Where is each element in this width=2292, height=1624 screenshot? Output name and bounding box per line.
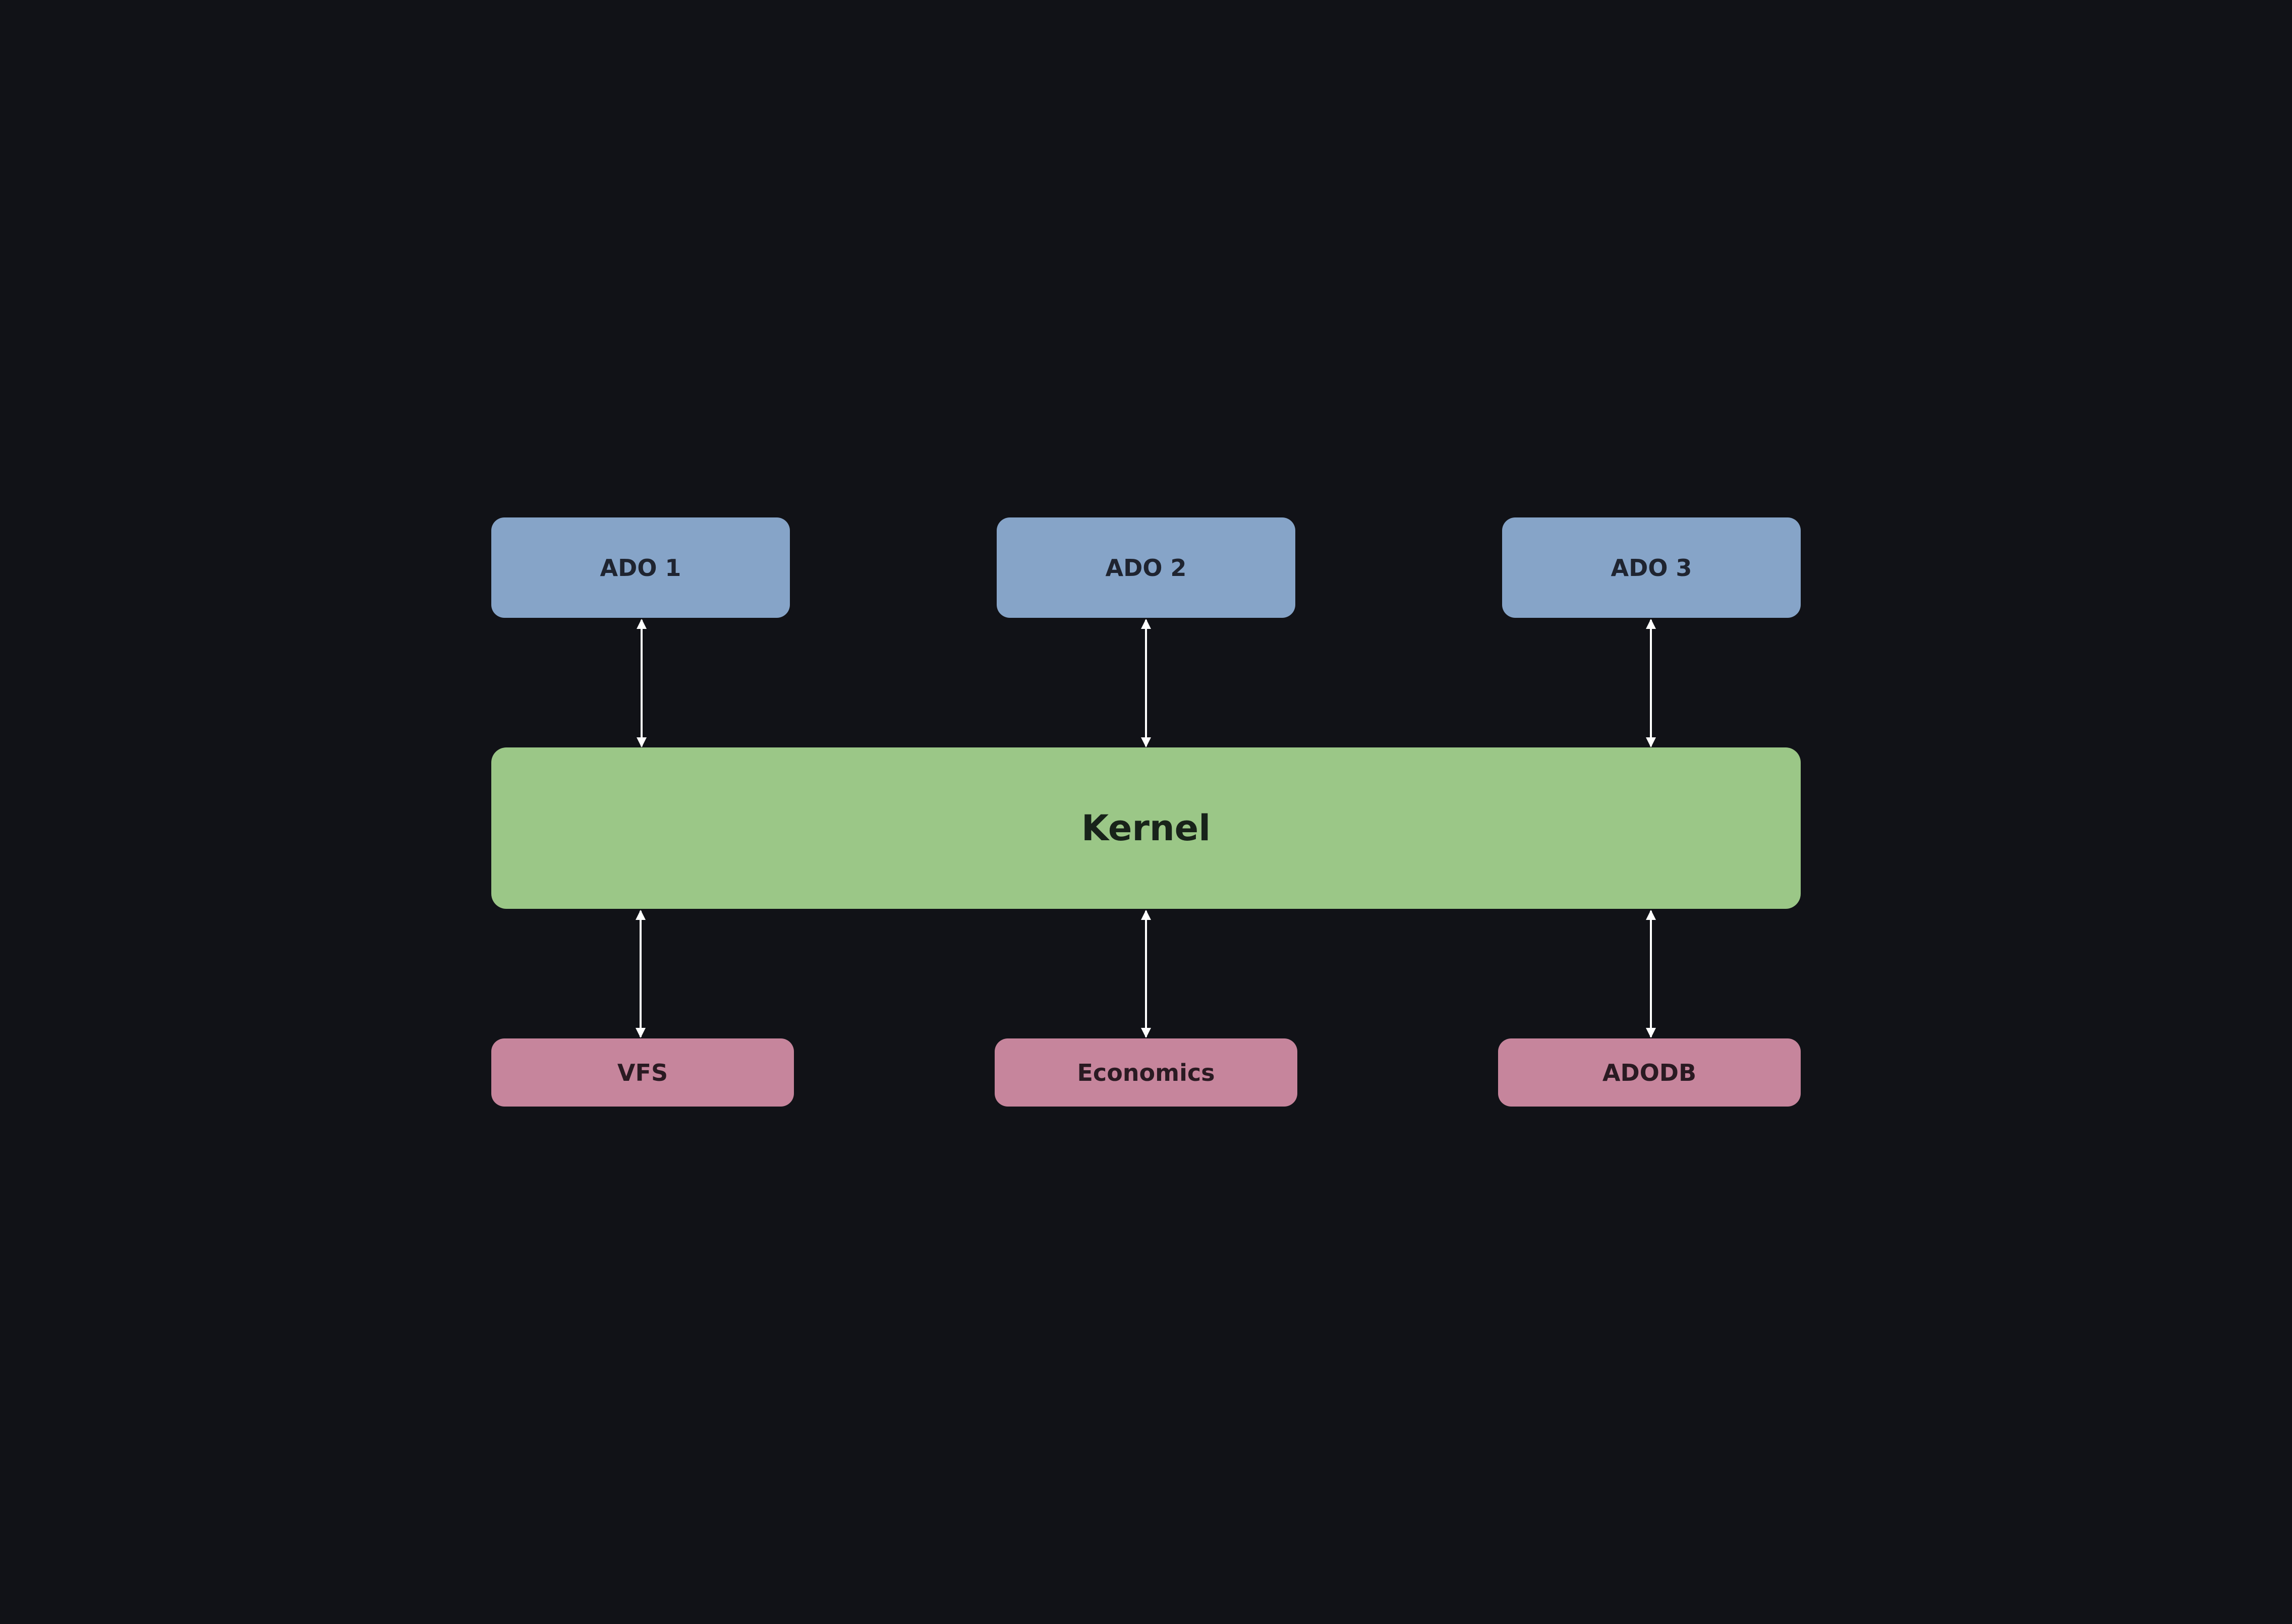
node-kernel-label: Kernel (1081, 807, 1211, 849)
node-ado-1-label: ADO 1 (600, 554, 681, 582)
node-ado-3[interactable]: ADO 3 (1502, 517, 1801, 618)
node-ado-3-label: ADO 3 (1611, 554, 1692, 582)
node-vfs[interactable]: VFS (491, 1038, 794, 1107)
node-ado-2[interactable]: ADO 2 (997, 517, 1295, 618)
node-economics-label: Economics (1077, 1059, 1215, 1086)
node-kernel[interactable]: Kernel (491, 747, 1801, 909)
node-ado-2-label: ADO 2 (1105, 554, 1187, 582)
node-vfs-label: VFS (617, 1059, 668, 1086)
node-ado-1[interactable]: ADO 1 (491, 517, 790, 618)
node-economics[interactable]: Economics (995, 1038, 1297, 1107)
node-adodb-label: ADODB (1602, 1059, 1697, 1086)
node-adodb[interactable]: ADODB (1498, 1038, 1801, 1107)
